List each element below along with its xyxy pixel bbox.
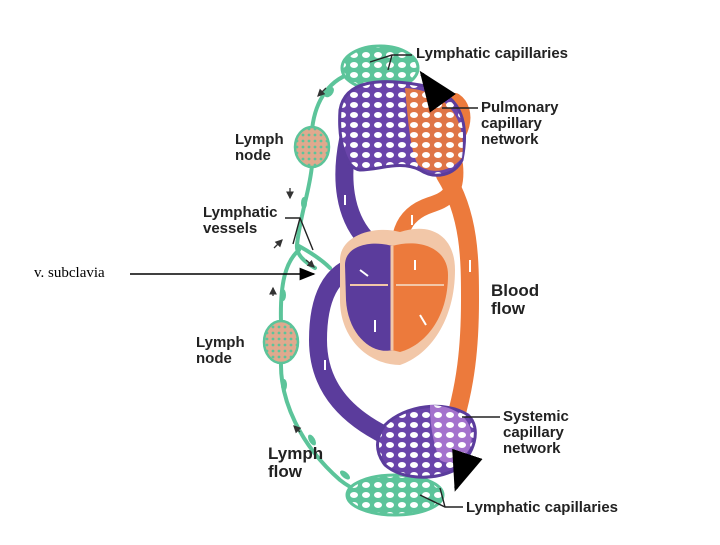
lymph-node-upper-shape	[293, 125, 331, 169]
outflow-arrow-top	[419, 70, 456, 113]
label-blood-flow: Blood flow	[491, 281, 540, 318]
label-lymph-node-lower: Lymph node	[196, 334, 245, 367]
label-lymphatic-vessels: Lymphatic vessels	[203, 204, 278, 237]
leader-lines	[285, 54, 500, 508]
label-lymphatic-capillaries-bottom: Lymphatic capillaries	[466, 499, 619, 516]
lymph-node-lower-shape	[262, 319, 300, 365]
heart	[340, 228, 455, 365]
lymphatic-capillaries-bottom-mesh	[345, 473, 445, 517]
lymphatic-valves	[280, 86, 350, 480]
annotation-v-subclavia: v. subclavia	[34, 265, 105, 281]
label-lymph-flow: Lymph flow	[268, 444, 324, 481]
systemic-network-mixed	[430, 405, 472, 463]
outflow-arrow-bottom	[452, 448, 483, 492]
label-pulmonary-capillary-network: Pulmonary capillary network	[481, 99, 559, 148]
lymph-flow-arrows	[269, 87, 327, 434]
label-lymph-node-upper: Lymph node	[235, 131, 284, 164]
blood-flow-arrows	[324, 195, 471, 370]
label-systemic-capillary-network: Systemic capillary network	[503, 408, 569, 457]
label-lymphatic-capillaries-top: Lymphatic capillaries	[416, 45, 569, 62]
